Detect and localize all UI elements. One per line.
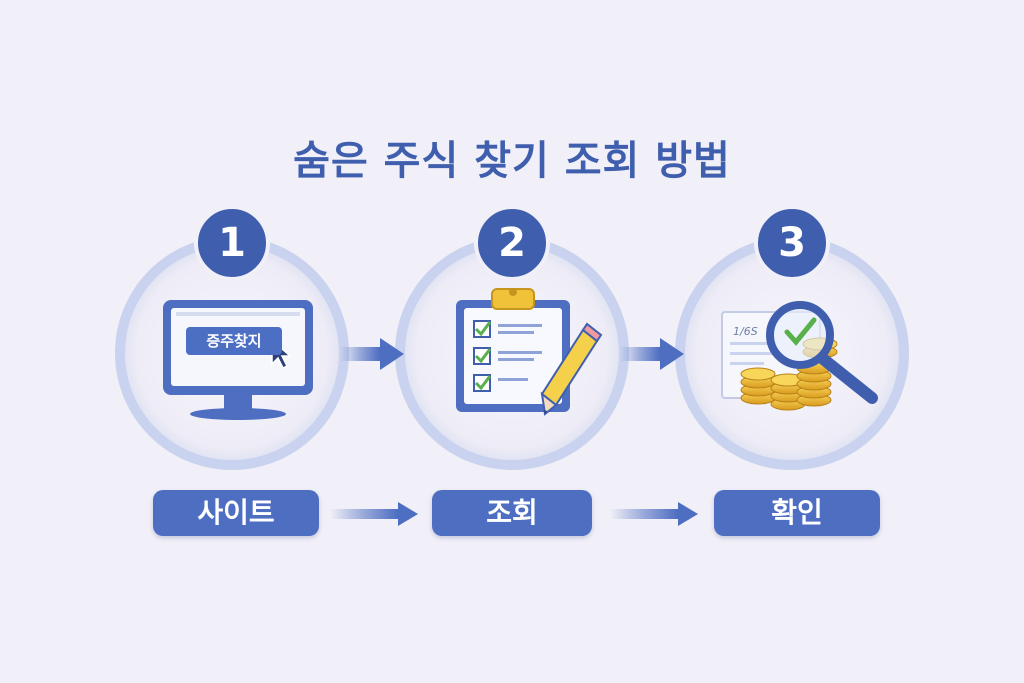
clipboard-checklist-icon [456,288,603,416]
checkbox-2 [473,347,542,365]
page-title: 숨은 주식 찾기 조회 방법 [293,138,731,184]
step-3-label: 확인 [714,490,880,536]
arrow-1-2-bottom [330,502,418,526]
magnifier-icon [766,301,878,404]
arrow-1-2-top [340,338,404,370]
arrow-2-3-top [620,338,684,370]
step-1-label: 사이트 [153,490,319,536]
pencil-icon [540,322,603,416]
checkbox-1 [473,320,542,338]
step-3-badge [754,205,830,281]
step-2-label: 조회 [432,490,592,536]
step-1-number: 1 [218,220,246,266]
coins-magnifier-icon [721,301,878,411]
arrow-2-3-bottom [610,502,698,526]
step-1-badge [194,205,270,281]
checkbox-3 [473,374,528,392]
step-2-number: 2 [498,220,526,266]
step-3-number: 3 [778,220,806,266]
monitor-screen-text: 증주찾지 [186,327,282,355]
step-2-badge [474,205,550,281]
document-code-text: 1/6S [733,325,758,338]
